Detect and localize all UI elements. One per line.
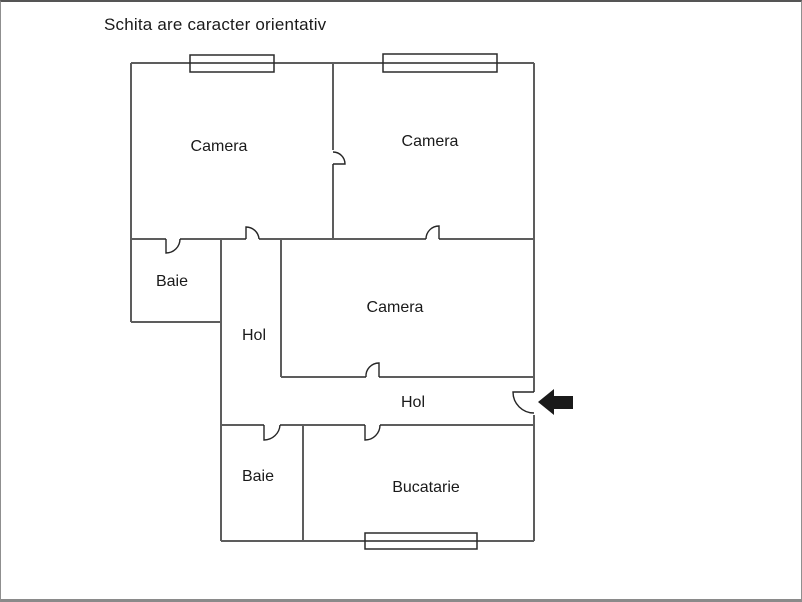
door-between-top-cameras — [332, 151, 346, 165]
diagram-title: Schita are caracter orientativ — [104, 15, 327, 34]
window-camera-top-left — [189, 54, 275, 73]
room-label-hol-vertical: Hol — [241, 327, 267, 344]
door-hol-to-camera-top-left — [245, 226, 260, 240]
room-label-baie-middle: Baie — [155, 273, 189, 290]
door-entrance — [512, 391, 535, 414]
door-camera-top-right — [425, 225, 440, 240]
room-label-bucatarie: Bucatarie — [392, 479, 460, 496]
room-label-baie-bottom: Baie — [241, 468, 275, 485]
entrance-arrow-icon — [538, 389, 573, 415]
room-label-camera-top-right: Camera — [401, 133, 459, 150]
door-bucatarie — [364, 424, 381, 441]
room-label-hol-horizontal: Hol — [400, 394, 426, 411]
window-camera-top-right — [382, 53, 498, 73]
door-baie-middle — [165, 238, 181, 254]
door-baie-bottom — [263, 424, 281, 441]
window-bucatarie — [364, 532, 478, 550]
room-label-camera-top-left: Camera — [190, 138, 248, 155]
room-label-camera-center: Camera — [366, 299, 424, 316]
door-camera-center — [365, 362, 380, 378]
